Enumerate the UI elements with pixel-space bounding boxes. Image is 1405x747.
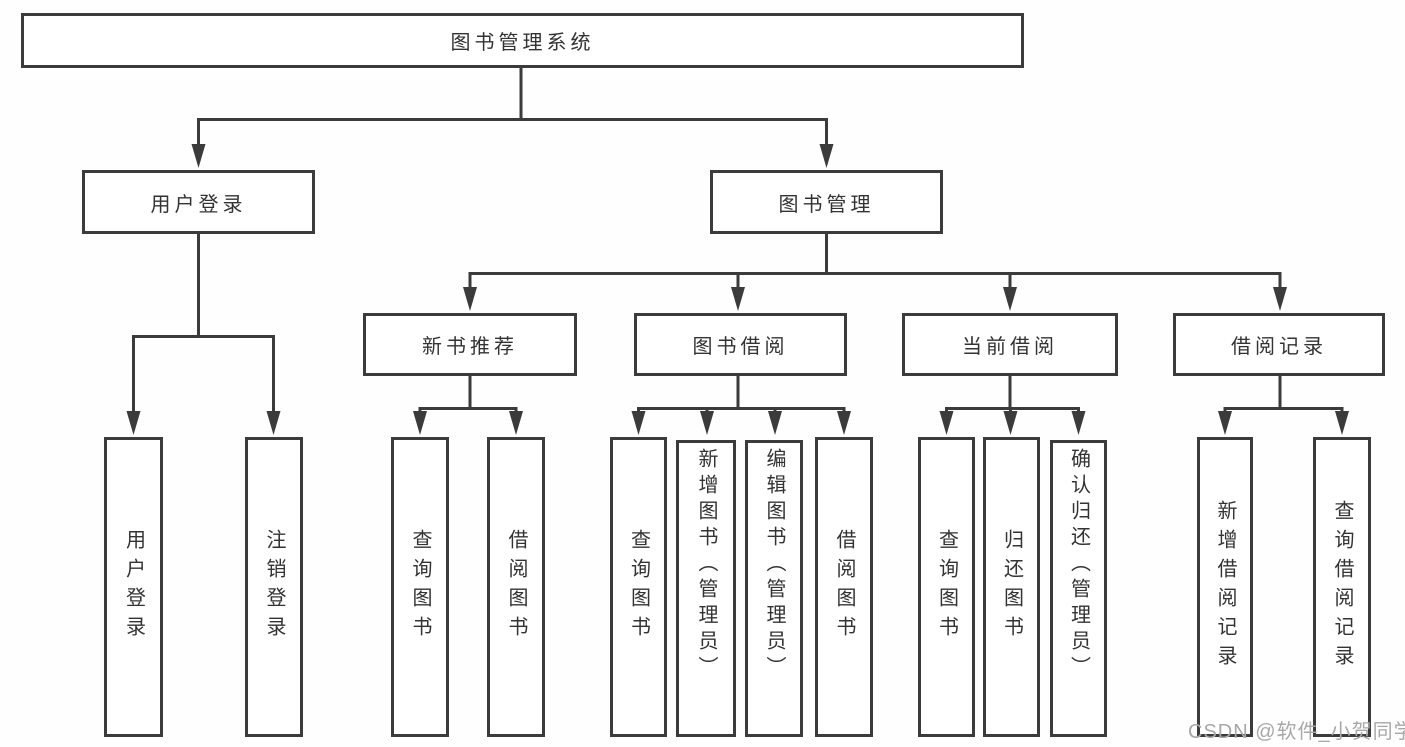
node-library-management-system: 图书管理系统 [21,13,1024,68]
node-label: 图书借阅 [692,336,789,358]
leaf-label: 借阅图书 [833,529,855,645]
arrow-down-icon [1273,287,1287,311]
leaf-label: 确认归还（管理员） [1067,448,1090,682]
leaf-user-login: 用户登录 [104,437,163,737]
arrow-down-icon [413,411,427,435]
leaf-query-books: 查询图书 [610,437,667,737]
leaf-label: 用户登录 [122,529,145,645]
arrow-down-icon [1003,411,1018,435]
node-label: 图书管理 [778,193,875,216]
arrow-down-icon [1003,287,1017,311]
leaf-label: 注销登录 [263,529,285,645]
arrow-down-icon [1218,411,1232,435]
arrow-down-icon [939,411,954,435]
arrow-down-icon [837,411,851,435]
leaf-query-borrow-record: 查询借阅记录 [1313,437,1371,737]
leaf-label: 查询图书 [409,529,431,645]
node-borrowing-records: 借阅记录 [1173,313,1385,376]
node-book-management: 图书管理 [710,170,943,234]
arrow-down-icon [509,411,523,435]
node-label: 借阅记录 [1231,336,1327,358]
leaf-query-books: 查询图书 [391,437,449,737]
leaf-borrow-books: 借阅图书 [487,437,545,737]
leaf-query-books: 查询图书 [918,437,975,737]
arrow-down-icon [700,411,714,435]
arrow-down-icon [819,144,834,168]
node-label: 图书管理系统 [450,32,595,54]
node-label: 当前借阅 [962,336,1058,358]
arrowhead-icons [126,144,1349,435]
node-current-borrowing: 当前借阅 [902,313,1118,376]
arrow-down-icon [266,411,281,435]
arrow-down-icon [1071,411,1086,435]
leaf-return-books: 归还图书 [983,437,1040,737]
leaf-label: 归还图书 [1000,529,1023,645]
leaf-label: 查询图书 [627,529,650,645]
node-user-login: 用户登录 [82,170,315,234]
arrow-down-icon [126,411,141,435]
arrow-down-icon [631,411,646,435]
csdn-watermark: CSDN @软件_小贺同学 [1188,721,1405,743]
leaf-label: 编辑图书（管理员） [763,448,785,682]
leaf-add-borrow-record: 新增借阅记录 [1197,437,1253,737]
leaf-add-books-admin: 新增图书（管理员） [676,440,736,737]
leaf-label: 新增借阅记录 [1214,500,1236,674]
arrow-down-icon [731,287,745,311]
arrow-down-icon [768,411,782,435]
node-new-book-recommend: 新书推荐 [363,313,577,376]
leaf-confirm-return-admin: 确认归还（管理员） [1050,440,1107,737]
node-label: 用户登录 [150,193,247,216]
node-label: 新书推荐 [422,336,518,358]
leaf-label: 查询借阅记录 [1331,500,1353,674]
leaf-borrow-books: 借阅图书 [815,437,873,737]
leaf-label: 借阅图书 [505,529,527,645]
leaf-label: 新增图书（管理员） [695,448,717,682]
leaf-label: 查询图书 [935,529,958,645]
arrow-down-icon [463,287,477,311]
leaf-edit-books-admin: 编辑图书（管理员） [745,440,803,737]
leaf-logout: 注销登录 [245,437,303,737]
node-book-borrowing: 图书借阅 [634,313,847,376]
arrow-down-icon [191,144,206,168]
arrow-down-icon [1335,411,1349,435]
